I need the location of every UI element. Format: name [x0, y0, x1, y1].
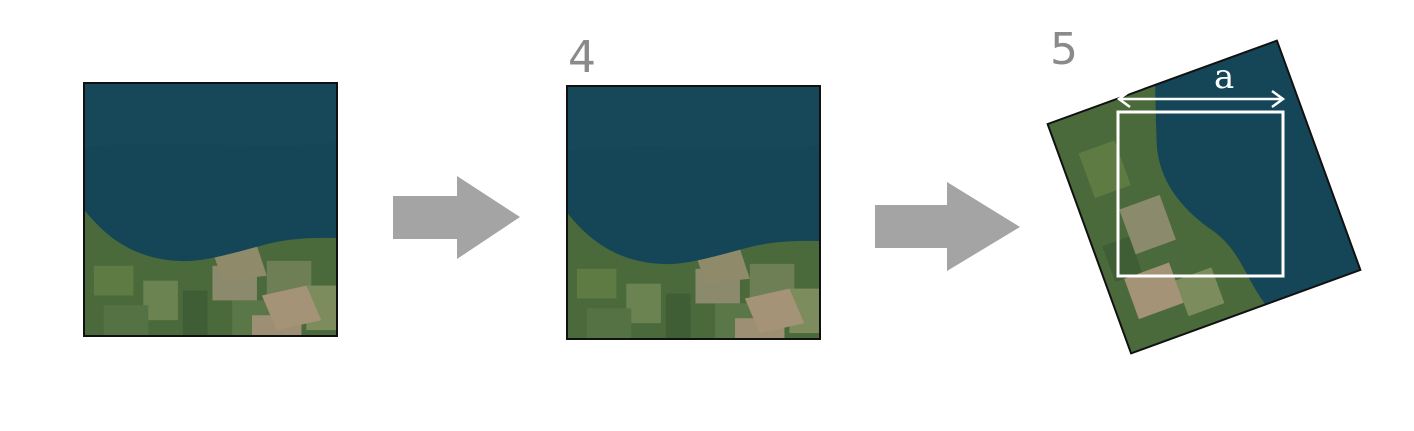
step-number-label: 5 [1050, 24, 1078, 75]
step-5-rotated-image [1046, 39, 1362, 355]
right-arrow-icon [875, 182, 1020, 271]
right-arrow-icon [393, 176, 520, 259]
dimension-label: a [1214, 57, 1234, 97]
step-4-image [566, 85, 821, 340]
step-number-label: 4 [568, 32, 596, 83]
crop-box [1116, 110, 1285, 278]
dimension-arrow [1116, 89, 1286, 109]
step-1-image [83, 82, 338, 337]
